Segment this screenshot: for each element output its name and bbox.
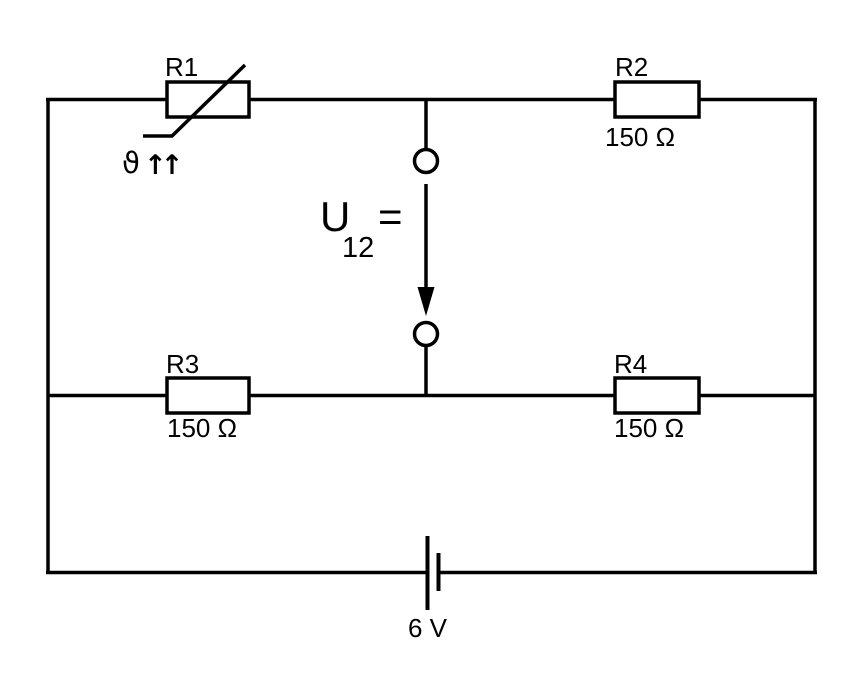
resistor-r2-value: 150 Ω [605, 122, 675, 152]
resistor-r4-label: R4 [614, 349, 647, 379]
voltage-subscript: 12 [342, 232, 374, 264]
resistor-r4-value: 150 Ω [614, 413, 684, 443]
temperature-theta-symbol: ϑ [122, 146, 140, 180]
resistor-r1-label: R1 [165, 52, 198, 82]
resistor-r3-body [165, 376, 251, 415]
battery-value-label: 6 V [408, 613, 448, 643]
thermistor-stroke-icon [143, 63, 247, 138]
resistor-r3-label: R3 [166, 349, 199, 379]
voltage-equals: = [378, 193, 403, 240]
voltage-symbol: U [320, 193, 350, 240]
resistor-r4-body [613, 376, 701, 415]
resistor-r2-label: R2 [615, 52, 648, 82]
resistor-r3-value: 150 Ω [167, 413, 237, 443]
resistor-r2-body [613, 80, 701, 119]
temperature-up-arrows-icon: ↑↑ [144, 150, 179, 181]
measurement-terminal-2 [412, 320, 440, 348]
voltage-arrow-head-icon [417, 287, 435, 316]
measurement-terminal-1 [412, 147, 440, 175]
